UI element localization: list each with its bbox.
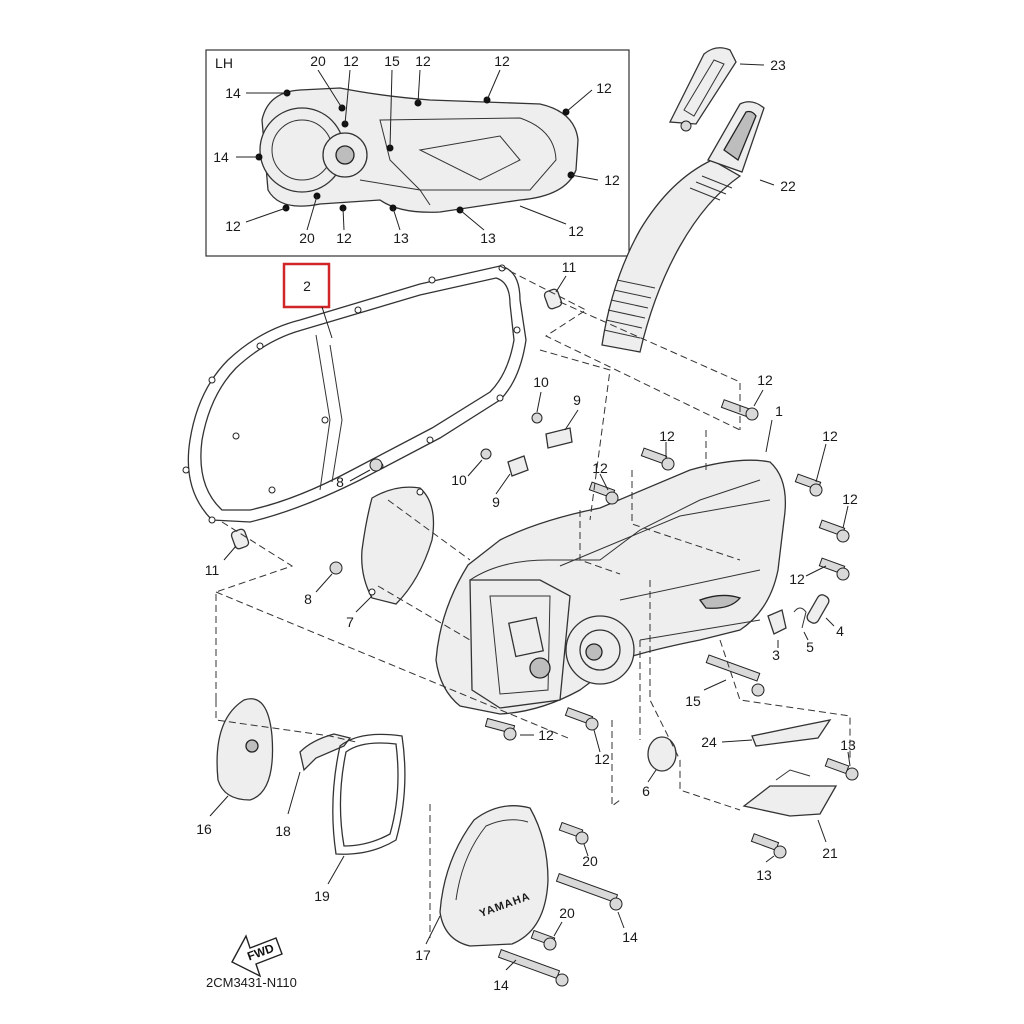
callout-label: 9 <box>492 494 500 510</box>
callout-label: 20 <box>582 853 598 869</box>
alignment-lines <box>215 265 851 938</box>
seal-ring-19: 19 <box>314 733 406 904</box>
callout-label: 13 <box>840 737 856 753</box>
bolt-12-f: 12 <box>789 557 850 587</box>
callout-label: 12 <box>592 460 608 476</box>
callout-label: 20 <box>299 230 315 246</box>
guard-21: 21 <box>742 769 838 861</box>
callout-label: 20 <box>310 53 326 69</box>
callout-label: 12 <box>225 218 241 234</box>
callout-label: 16 <box>196 821 212 837</box>
plate-16: 16 <box>196 698 274 837</box>
bolt-14-b: 14 <box>493 948 569 993</box>
bracket-9-top: 9 10 <box>531 374 581 449</box>
callout-label: 7 <box>346 614 354 630</box>
callout-label: 15 <box>685 693 701 709</box>
callout-label: 12 <box>415 53 431 69</box>
callout-label: 19 <box>314 888 330 904</box>
bolt-20-a: 20 <box>558 821 598 869</box>
bolt-12-a: 12 <box>720 372 773 421</box>
callout-label: 17 <box>415 947 431 963</box>
callout-label: 12 <box>336 230 352 246</box>
callout-label: 2 <box>303 278 311 294</box>
callout-label: 12 <box>822 428 838 444</box>
callout-label: 1 <box>775 403 783 419</box>
bolt-12-e: 12 <box>818 491 858 543</box>
crankcase-cover-1: 1 <box>435 403 787 715</box>
callout-label: 6 <box>642 783 650 799</box>
callout-label: 18 <box>275 823 291 839</box>
bolt-13-b: 13 <box>750 833 787 883</box>
fitting-3: 3 <box>767 609 787 663</box>
callout-label: 5 <box>806 639 814 655</box>
bolt-20-b: 20 <box>530 905 575 951</box>
callout-label: 15 <box>384 53 400 69</box>
bolt-13-a: 13 <box>824 737 859 781</box>
callout-label: 14 <box>225 85 241 101</box>
callout-label: 12 <box>343 53 359 69</box>
bolt-12-c: 12 <box>794 428 838 497</box>
callout-label: 12 <box>757 372 773 388</box>
callout-label: 14 <box>213 149 229 165</box>
callout-label: 13 <box>393 230 409 246</box>
callout-label: 11 <box>562 259 577 275</box>
callout-label: 9 <box>573 392 581 408</box>
part-2-highlight-box <box>282 262 331 309</box>
bolt-14-a: 14 <box>555 872 638 945</box>
cap-6: 6 <box>642 736 677 799</box>
callout-label: 11 <box>205 562 220 578</box>
plate-7: 7 <box>346 486 435 630</box>
callout-label: 12 <box>789 571 805 587</box>
callout-label: 8 <box>304 591 312 607</box>
callout-label: 10 <box>451 472 467 488</box>
callout-label: 13 <box>756 867 772 883</box>
bolt-12-d: 12 <box>588 460 619 505</box>
dowel-pin-11-top: 11 <box>543 259 576 310</box>
bolt-12-b: 12 <box>640 428 675 471</box>
callout-label: 23 <box>770 57 786 73</box>
gasket-part-2: 2 <box>182 262 527 524</box>
callout-label: 12 <box>604 172 620 188</box>
fwd-arrow-icon: FWD <box>231 934 283 978</box>
gasket-holes <box>182 264 521 524</box>
callout-label: 4 <box>836 623 844 639</box>
callout-label: 21 <box>822 845 838 861</box>
callout-label: 12 <box>594 751 610 767</box>
bolt-12-g: 12 <box>484 717 554 743</box>
bolt-8-bottom: 8 <box>304 561 343 607</box>
callout-label: 12 <box>568 223 584 239</box>
air-duct-22: 22 <box>601 101 796 353</box>
hose-clamp-23: 23 <box>668 47 786 132</box>
callout-label: 14 <box>622 929 638 945</box>
duct-piece-24: 24 <box>701 719 832 750</box>
callout-label: 13 <box>480 230 496 246</box>
bolt-8-top: 8 <box>336 458 383 490</box>
callout-label: 12 <box>659 428 675 444</box>
outer-cover-17: YAMAHA 17 <box>415 805 549 963</box>
callout-label: 22 <box>780 178 796 194</box>
seal-18: 18 <box>275 733 352 839</box>
pin-4: 4 <box>806 594 844 639</box>
clip-5: 5 <box>793 607 814 655</box>
bolt-15: 15 <box>685 654 765 709</box>
callout-label: 12 <box>596 80 612 96</box>
callout-label: 12 <box>494 53 510 69</box>
callout-label: 12 <box>538 727 554 743</box>
callout-label: 10 <box>533 374 549 390</box>
dowel-pin-11-bottom: 11 <box>205 528 250 578</box>
callout-label: 8 <box>336 474 344 490</box>
bracket-9-mid: 9 10 <box>451 448 529 510</box>
bolt-12-h: 12 <box>564 707 610 767</box>
callout-label: 20 <box>559 905 575 921</box>
callout-label: 14 <box>493 977 509 993</box>
callout-label: 24 <box>701 734 717 750</box>
inset-title: LH <box>215 55 233 71</box>
diagram-code: 2CM3431-N110 <box>206 975 297 990</box>
callout-label: 3 <box>772 647 780 663</box>
lh-inset-view: LH <box>205 49 630 257</box>
callout-label: 12 <box>842 491 858 507</box>
